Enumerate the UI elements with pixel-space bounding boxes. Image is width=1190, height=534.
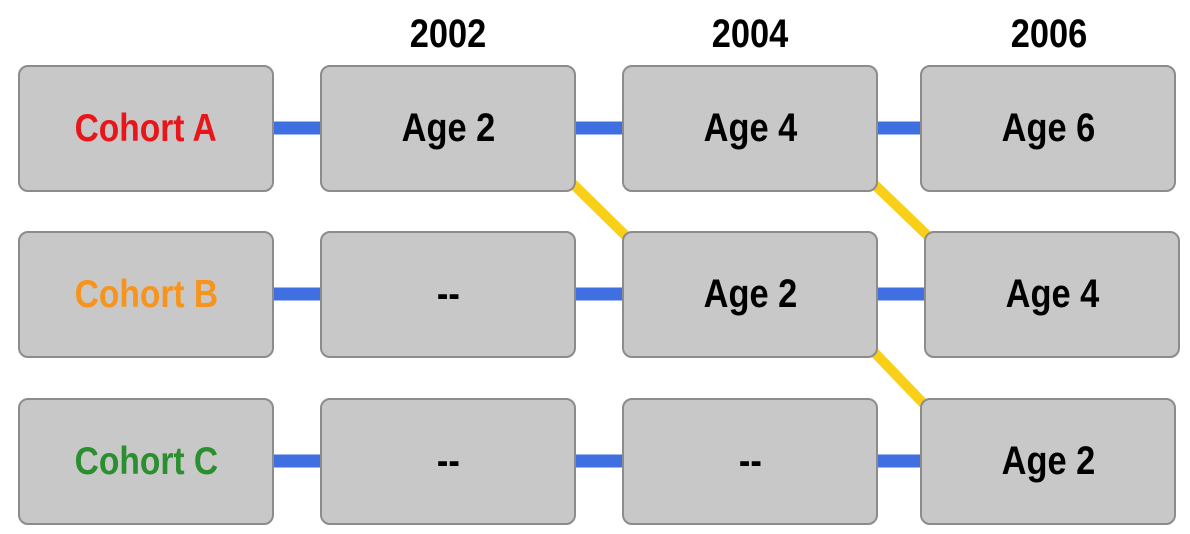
cohort-c-label-box: Cohort C [18, 398, 274, 525]
cohort-a-label: Cohort A [74, 106, 218, 150]
cohort-c-2002-value: -- [436, 439, 460, 483]
cohort-b-label-box: Cohort B [18, 231, 274, 358]
cohort-c-2002-cell: -- [320, 398, 576, 525]
cohort-c-2004-value: -- [738, 439, 762, 483]
aging-link-1 [569, 180, 631, 241]
cohort-b-label: Cohort B [74, 272, 218, 316]
cohort-a-2002-value: Age 2 [401, 106, 495, 150]
cohort-b-2004-cell: Age 2 [622, 231, 878, 358]
cohort-b-2002-value: -- [436, 272, 460, 316]
cohort-c-2006-value: Age 2 [1001, 439, 1095, 483]
year-header-2006: 2006 [1010, 12, 1088, 56]
cohort-c-2006-cell: Age 2 [920, 398, 1176, 525]
cohort-a-2004-value: Age 4 [703, 106, 797, 150]
cohort-a-2006-value: Age 6 [1001, 106, 1095, 150]
cohort-c-label: Cohort C [74, 439, 218, 483]
cohort-a-2004-cell: Age 4 [622, 65, 878, 192]
cohort-b-2006-cell: Age 4 [924, 231, 1180, 358]
cohort-b-2006-value: Age 4 [1005, 272, 1099, 316]
aging-link-3 [869, 347, 928, 408]
cohort-b-2004-value: Age 2 [703, 272, 797, 316]
cohort-a-2006-cell: Age 6 [920, 65, 1176, 192]
year-header-2004: 2004 [711, 12, 789, 56]
aging-link-2 [870, 180, 933, 241]
cohort-a-2002-cell: Age 2 [320, 65, 576, 192]
cohort-b-2002-cell: -- [320, 231, 576, 358]
year-header-2002: 2002 [409, 12, 487, 56]
cohort-c-2004-cell: -- [622, 398, 878, 525]
cohort-a-label-box: Cohort A [18, 65, 274, 192]
